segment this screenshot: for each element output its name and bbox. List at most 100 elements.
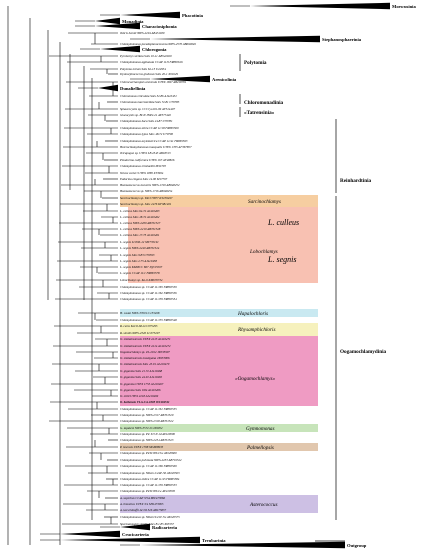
- taxon-label-14: Chlamydomonas asymmetrica CCAP 11/41 FR8…: [120, 139, 188, 143]
- taxon-label-51: O. gigantea UTEX 1753 AJ410467: [120, 382, 164, 386]
- highlight-band-7: [120, 495, 318, 513]
- taxon-label-41: Chlamydomonas sp. CCAP 11/155 FR865548: [120, 318, 177, 322]
- scale-bar: 0.05: [315, 540, 345, 548]
- collapsed-clade-4: [150, 35, 320, 43]
- taxon-label-26: L. culleus SAG 18.72 AJ410462: [119, 215, 160, 219]
- collapsed-clade-label-2: Monadinia: [122, 19, 144, 24]
- group-label-1: Chloromonadinia: [244, 100, 284, 106]
- taxon-label-69: A. superbus CCAP 3/5A MW473066: [119, 496, 165, 500]
- collapsed-clade-10: [60, 536, 200, 544]
- collapsed-clade-wedges: [60, 2, 390, 549]
- taxon-label-70: A. limnetica UTEX 3/4 MW473065: [119, 502, 164, 506]
- collapsed-clade-label-6: Arenicolinia: [212, 77, 237, 82]
- taxon-label-22: Haematococcus sp. NIES-1716 AB048254: [119, 189, 173, 193]
- taxon-label-36: Lobochlamys sp. Ko-6 KM670734: [119, 278, 163, 282]
- taxon-label-47: O. zimbabwiensis mostigama JX033906: [120, 356, 170, 360]
- taxon-label-0: Tabris hemiti NIES-2294 AB451189: [120, 31, 165, 35]
- collapsed-clade-label-1: Phacotinia: [182, 13, 204, 18]
- taxon-label-61: P. texensis UTEX 1708 MG808935: [119, 445, 164, 449]
- taxon-label-42: R. curta KoC6-604 LC075295: [119, 324, 158, 328]
- taxon-label-32: L. segnis SAG 9.83 U70593: [119, 253, 155, 257]
- highlight-band-3: [120, 323, 318, 336]
- genus-label-1: Lobochlamys: [249, 249, 278, 255]
- highlight-band-1: [128, 207, 318, 283]
- collapsed-clade-label-8: Radicarteria: [152, 525, 178, 530]
- taxon-label-16: Tetrapogon sp. UTEX LB 2343 AB18313: [120, 151, 171, 155]
- genus-highlight-bands: [120, 195, 318, 513]
- taxon-label-48: O. zimbabwiensis SAG 45.91 AJ410470: [120, 362, 170, 366]
- group-brackets: [239, 54, 337, 520]
- highlight-band-6: [120, 443, 318, 451]
- taxon-label-15: Heterochlamydomonas inaequalis UTEX 1705…: [119, 145, 192, 149]
- genus-label-6: Palmellopsis: [246, 445, 274, 451]
- taxon-label-65: Chlamydomonas sp. NDem 2/24P-50 AY220563: [120, 471, 180, 475]
- taxon-label-24: Sarcinochlamys sp. SAG 2476 KF081401: [120, 202, 172, 206]
- taxon-label-4: Polytoma mirum SAG 62-13 U22934: [119, 67, 166, 71]
- genus-label-5: Gymnomonas: [246, 426, 275, 432]
- tip-labels: SarcinochlamysLobochlamysHapalochlorisRh…: [119, 4, 416, 548]
- taxon-label-17: Pleodorina californica UTEX 167 AF48826: [119, 158, 175, 162]
- taxon-label-57: Chlamydomonas sp. NIES-2318 AB701522: [120, 419, 174, 423]
- taxon-label-8: Chloromonas macrostellata SAG 72.81 U707…: [120, 100, 180, 104]
- taxon-label-27: L. culleus NIES-2209 AB701527: [119, 221, 161, 225]
- taxon-label-29: L. culleus SAG 17.73 AJ410461: [119, 233, 160, 237]
- species-clade-label-0: L. culleus: [267, 218, 299, 227]
- taxon-label-52: O. gigantea SAG 9.84 AJ410466: [120, 388, 161, 392]
- taxon-label-71: A. korschikoffii ACOI 326 AB175837: [119, 508, 166, 512]
- taxon-label-11: Chlamydomonas baca SAG 24.87 U70781: [120, 119, 173, 123]
- taxon-label-66: Chlamydomonas oblica CCAP 11/45 FR865584: [120, 477, 180, 481]
- taxon-label-58: G. tapakroi NIES-3572 LC269952: [120, 426, 163, 430]
- taxon-label-6: Chlorocarcharopsis arenicola UTEX 1697 A…: [120, 80, 187, 84]
- taxon-label-45: O. zimbabwiensis UTEX 2214 AJ410472: [120, 344, 171, 348]
- taxon-label-67: Chlamydomonas sp. CCAP 11/159 FR865553: [120, 483, 177, 487]
- collapsed-clade-label-10: Treubarinia: [202, 538, 226, 543]
- taxon-label-1: Chlamydomonas pseudoplanoconvexa NIES-25…: [120, 42, 196, 46]
- genus-label-2: Hapalochloris: [237, 311, 268, 317]
- collapsed-clade-8: [120, 523, 150, 531]
- collapsed-clade-label-0: Moewusinia: [392, 4, 416, 9]
- taxon-label-31: L. segnis NIES-2240 AB701524: [119, 246, 160, 250]
- collapsed-clade-9: [60, 530, 120, 538]
- taxon-label-50: O. gigantea SAG 44.91 AJ410465: [120, 375, 163, 379]
- collapsed-clade-5: [100, 45, 140, 53]
- taxon-label-37: Chlamydomonas sp. CCAP 11/165 FR865559: [120, 285, 177, 289]
- genus-label-4: «Oogamochlamys»: [235, 376, 275, 382]
- taxon-label-25: L. culleus SAG 64.72 AJ410463: [119, 209, 160, 213]
- collapsed-clade-11: [140, 541, 345, 549]
- taxon-label-64: Chlamydomonas sp. CCAP 11/166 FR865560: [120, 464, 177, 468]
- taxon-label-55: Chlamydomonas sp. CCAP 11/161 FR865555: [120, 407, 177, 411]
- collapsed-clade-1: [120, 11, 180, 19]
- taxon-label-44: O. zimbabwiensis UTEX 2213 AJ410471: [120, 337, 171, 341]
- group-label-4: Oogamochlamydinia: [340, 349, 387, 355]
- genus-label-3: Rhysamphichloris: [237, 327, 275, 333]
- collapsed-clade-label-4: Stephanosphaerinia: [322, 37, 362, 42]
- genus-label-7: Asterococcus: [249, 502, 277, 508]
- group-label-3: Reinhardtinia: [340, 178, 372, 184]
- highlight-band-5: [120, 424, 318, 432]
- group-label-0: Polytomia: [244, 60, 267, 66]
- collapsed-clade-3: [95, 22, 140, 30]
- genus-label-0: Sarcinochlamys: [248, 199, 281, 205]
- taxon-label-46: Oogamochlamys sp. ZL-2012 JX033907: [120, 350, 170, 354]
- taxon-label-30: L. segnis LC006-12 MT735191: [119, 240, 159, 244]
- taxon-label-68: Chlamydomonas sp. Pic8/18T-1w AY220595: [120, 489, 176, 493]
- collapsed-clade-2: [95, 17, 120, 25]
- taxon-label-59: Chlamydomonas sp. Pic 6/3 P-1d AY220090: [120, 432, 175, 436]
- taxon-label-13: Chlamydomonas typus SAG 48.72 U70790: [120, 132, 173, 136]
- taxon-label-56: Chlamydomonas sp. NIES-2317 AB701529: [120, 413, 174, 417]
- taxon-label-20: Eudorina elegans SAG 14.90 M17797: [119, 177, 168, 181]
- taxon-label-35: L. segnis CCAP 11/1 FR865578: [119, 271, 160, 275]
- taxon-label-38: Chlamydomonas sp. CCAP 11/162 FR865556: [120, 291, 177, 295]
- collapsed-clade-label-5: Chlorogonia: [142, 47, 167, 52]
- taxon-label-43: R. similis NIES-2320 LC075297: [119, 331, 160, 335]
- taxon-label-54: O. barbensis VLA-CA-1005 ON494511: [120, 400, 170, 404]
- collapsed-clade-label-11: Outgroup: [347, 543, 367, 548]
- taxon-label-39: Chlamydomonas sp. CCAP 11/139 FR865534: [120, 297, 177, 301]
- taxon-label-72: Chlamydomonas sp. NDem 9/21T-7w AY220575: [120, 515, 180, 519]
- taxon-label-49: O. gigantea SAG 21.72 AJ410468: [120, 369, 163, 373]
- taxon-label-21: Haematococcus lacustris NIES-1720 AB0482…: [119, 183, 180, 187]
- taxon-label-19: Volvox carteri UTEX 1885 X53904: [120, 171, 164, 175]
- collapsed-clade-6: [150, 75, 210, 83]
- taxon-label-3: Chlamydomonas applanata CCAP 11/9 FR8656…: [120, 60, 183, 64]
